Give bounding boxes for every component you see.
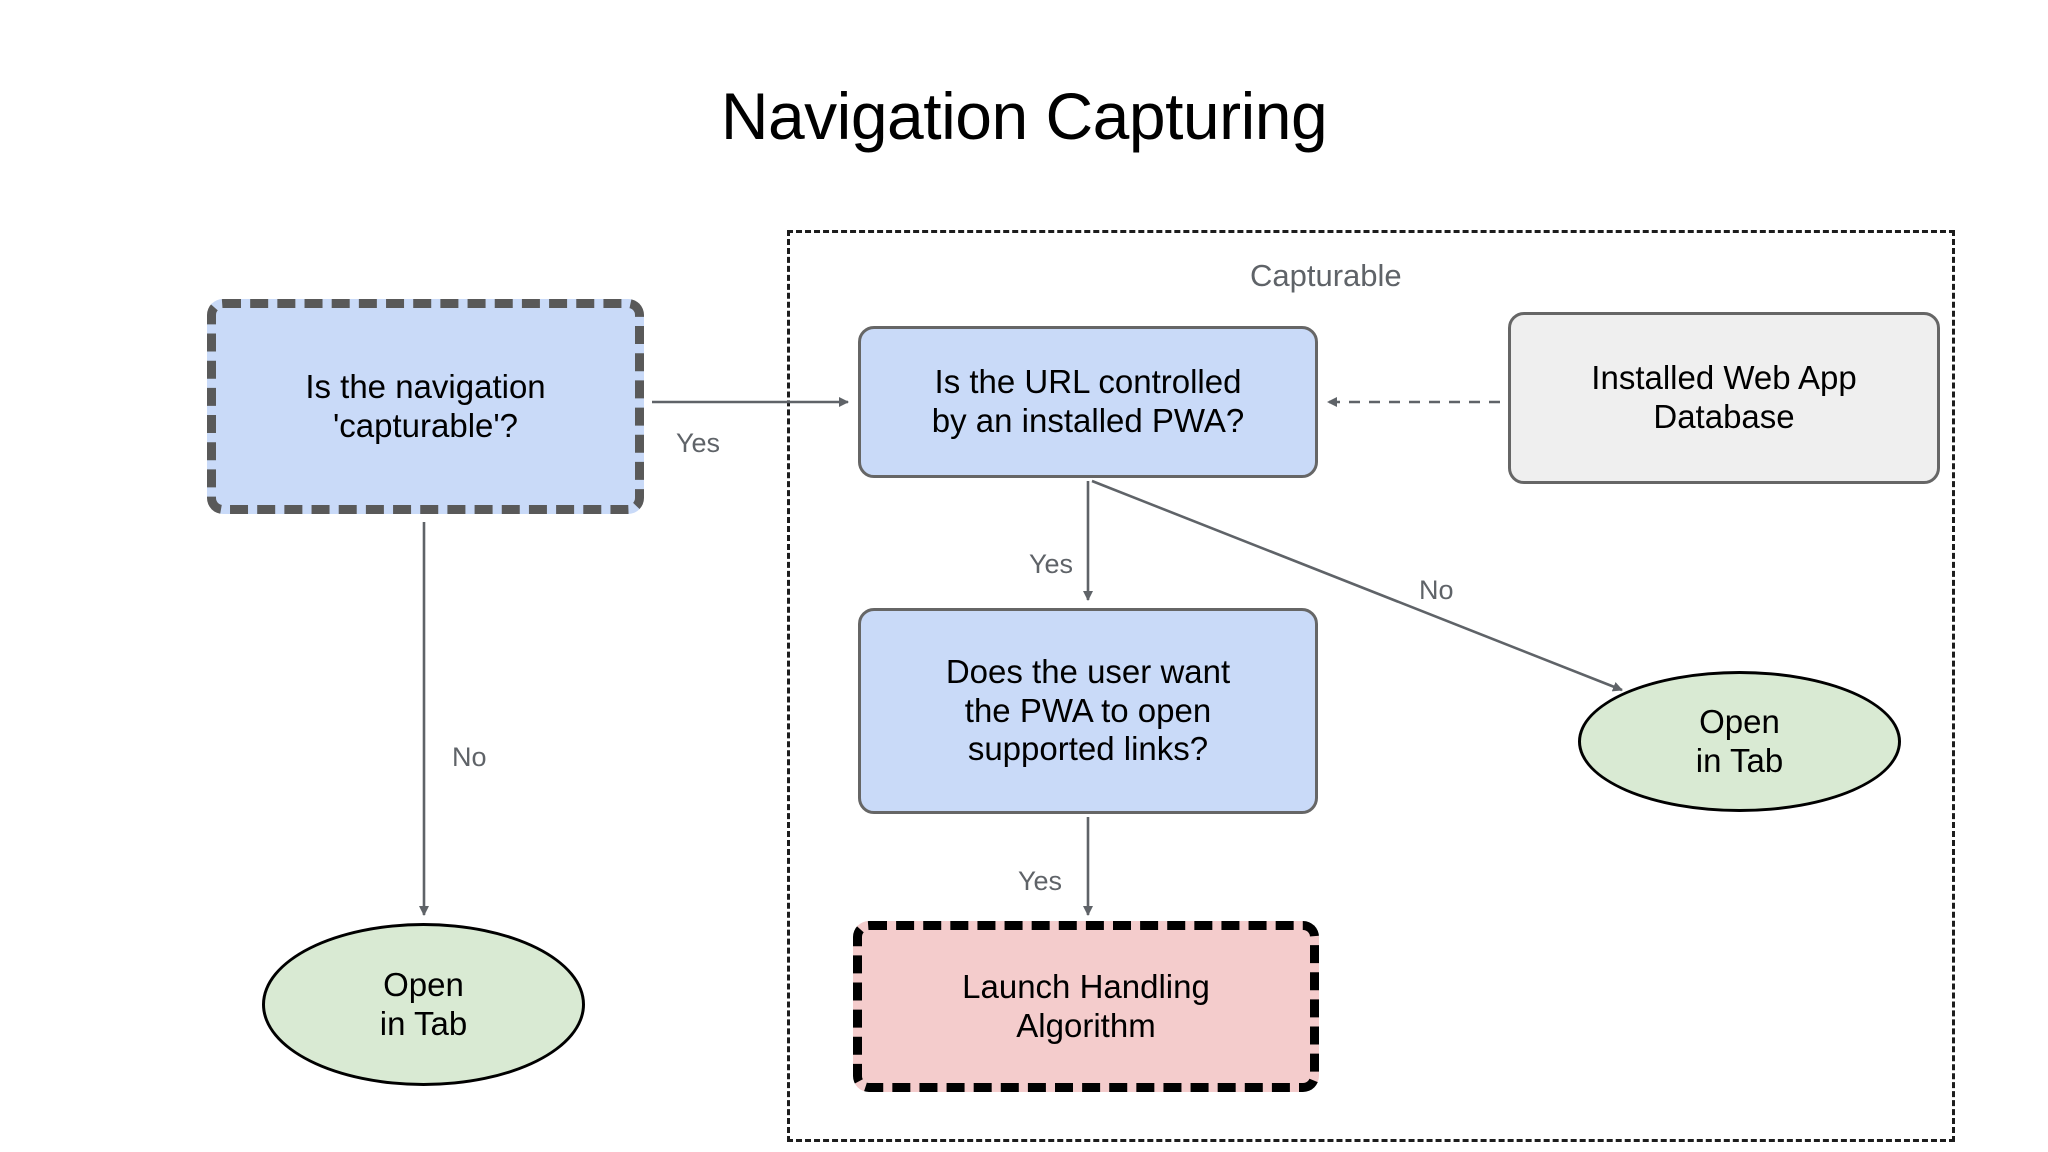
node-text: Is the URL controlled by an installed PW… xyxy=(861,363,1315,441)
node-line-2: Algorithm xyxy=(1016,1006,1156,1044)
node-open-in-tab-right[interactable]: Open in Tab xyxy=(1578,671,1901,812)
node-line-2: 'capturable'? xyxy=(332,406,519,444)
node-does-user-want-pwa-open-links[interactable]: Does the user want the PWA to open suppo… xyxy=(858,608,1318,814)
node-line-2: by an installed PWA? xyxy=(931,402,1245,439)
node-line-2: in Tab xyxy=(1695,741,1784,779)
edge-label-capturable-yes: Yes xyxy=(676,428,721,458)
edge-label-capturable-no: No xyxy=(452,742,487,772)
node-text: Open in Tab xyxy=(265,966,582,1044)
node-line-1: Open xyxy=(1699,702,1780,740)
node-line-3: supported links? xyxy=(967,730,1209,768)
node-is-navigation-capturable[interactable]: Is the navigation 'capturable'? xyxy=(207,299,644,514)
capturable-group-container xyxy=(787,230,1955,1142)
node-text: Installed Web App Database xyxy=(1511,359,1937,437)
node-launch-handling-algorithm[interactable]: Launch Handling Algorithm xyxy=(853,921,1319,1092)
node-line-1: Installed Web App xyxy=(1591,359,1857,397)
node-text: Does the user want the PWA to open suppo… xyxy=(861,653,1315,770)
edge-label-user-yes: Yes xyxy=(1018,866,1063,896)
node-text: Launch Handling Algorithm xyxy=(862,968,1310,1046)
page-title: Navigation Capturing xyxy=(720,79,1328,153)
capturable-group-label: Capturable xyxy=(1250,258,1402,293)
node-line-2: Database xyxy=(1653,398,1795,435)
node-line-2: in Tab xyxy=(379,1004,468,1042)
node-line-1: Launch Handling xyxy=(962,967,1210,1005)
node-line-1: Is the navigation xyxy=(305,367,546,405)
edge-label-url-yes: Yes xyxy=(1029,549,1074,579)
edge-label-url-no: No xyxy=(1419,575,1454,605)
node-line-1: Does the user want xyxy=(945,652,1231,690)
node-text: Open in Tab xyxy=(1581,703,1898,781)
node-line-2: the PWA to open xyxy=(964,691,1212,729)
node-open-in-tab-left[interactable]: Open in Tab xyxy=(262,923,585,1086)
node-is-url-controlled-by-pwa[interactable]: Is the URL controlled by an installed PW… xyxy=(858,326,1318,478)
node-text: Is the navigation 'capturable'? xyxy=(216,368,635,446)
node-line-1: Open xyxy=(383,965,464,1003)
node-installed-web-app-database[interactable]: Installed Web App Database xyxy=(1508,312,1940,484)
node-line-1: Is the URL controlled xyxy=(934,363,1242,401)
